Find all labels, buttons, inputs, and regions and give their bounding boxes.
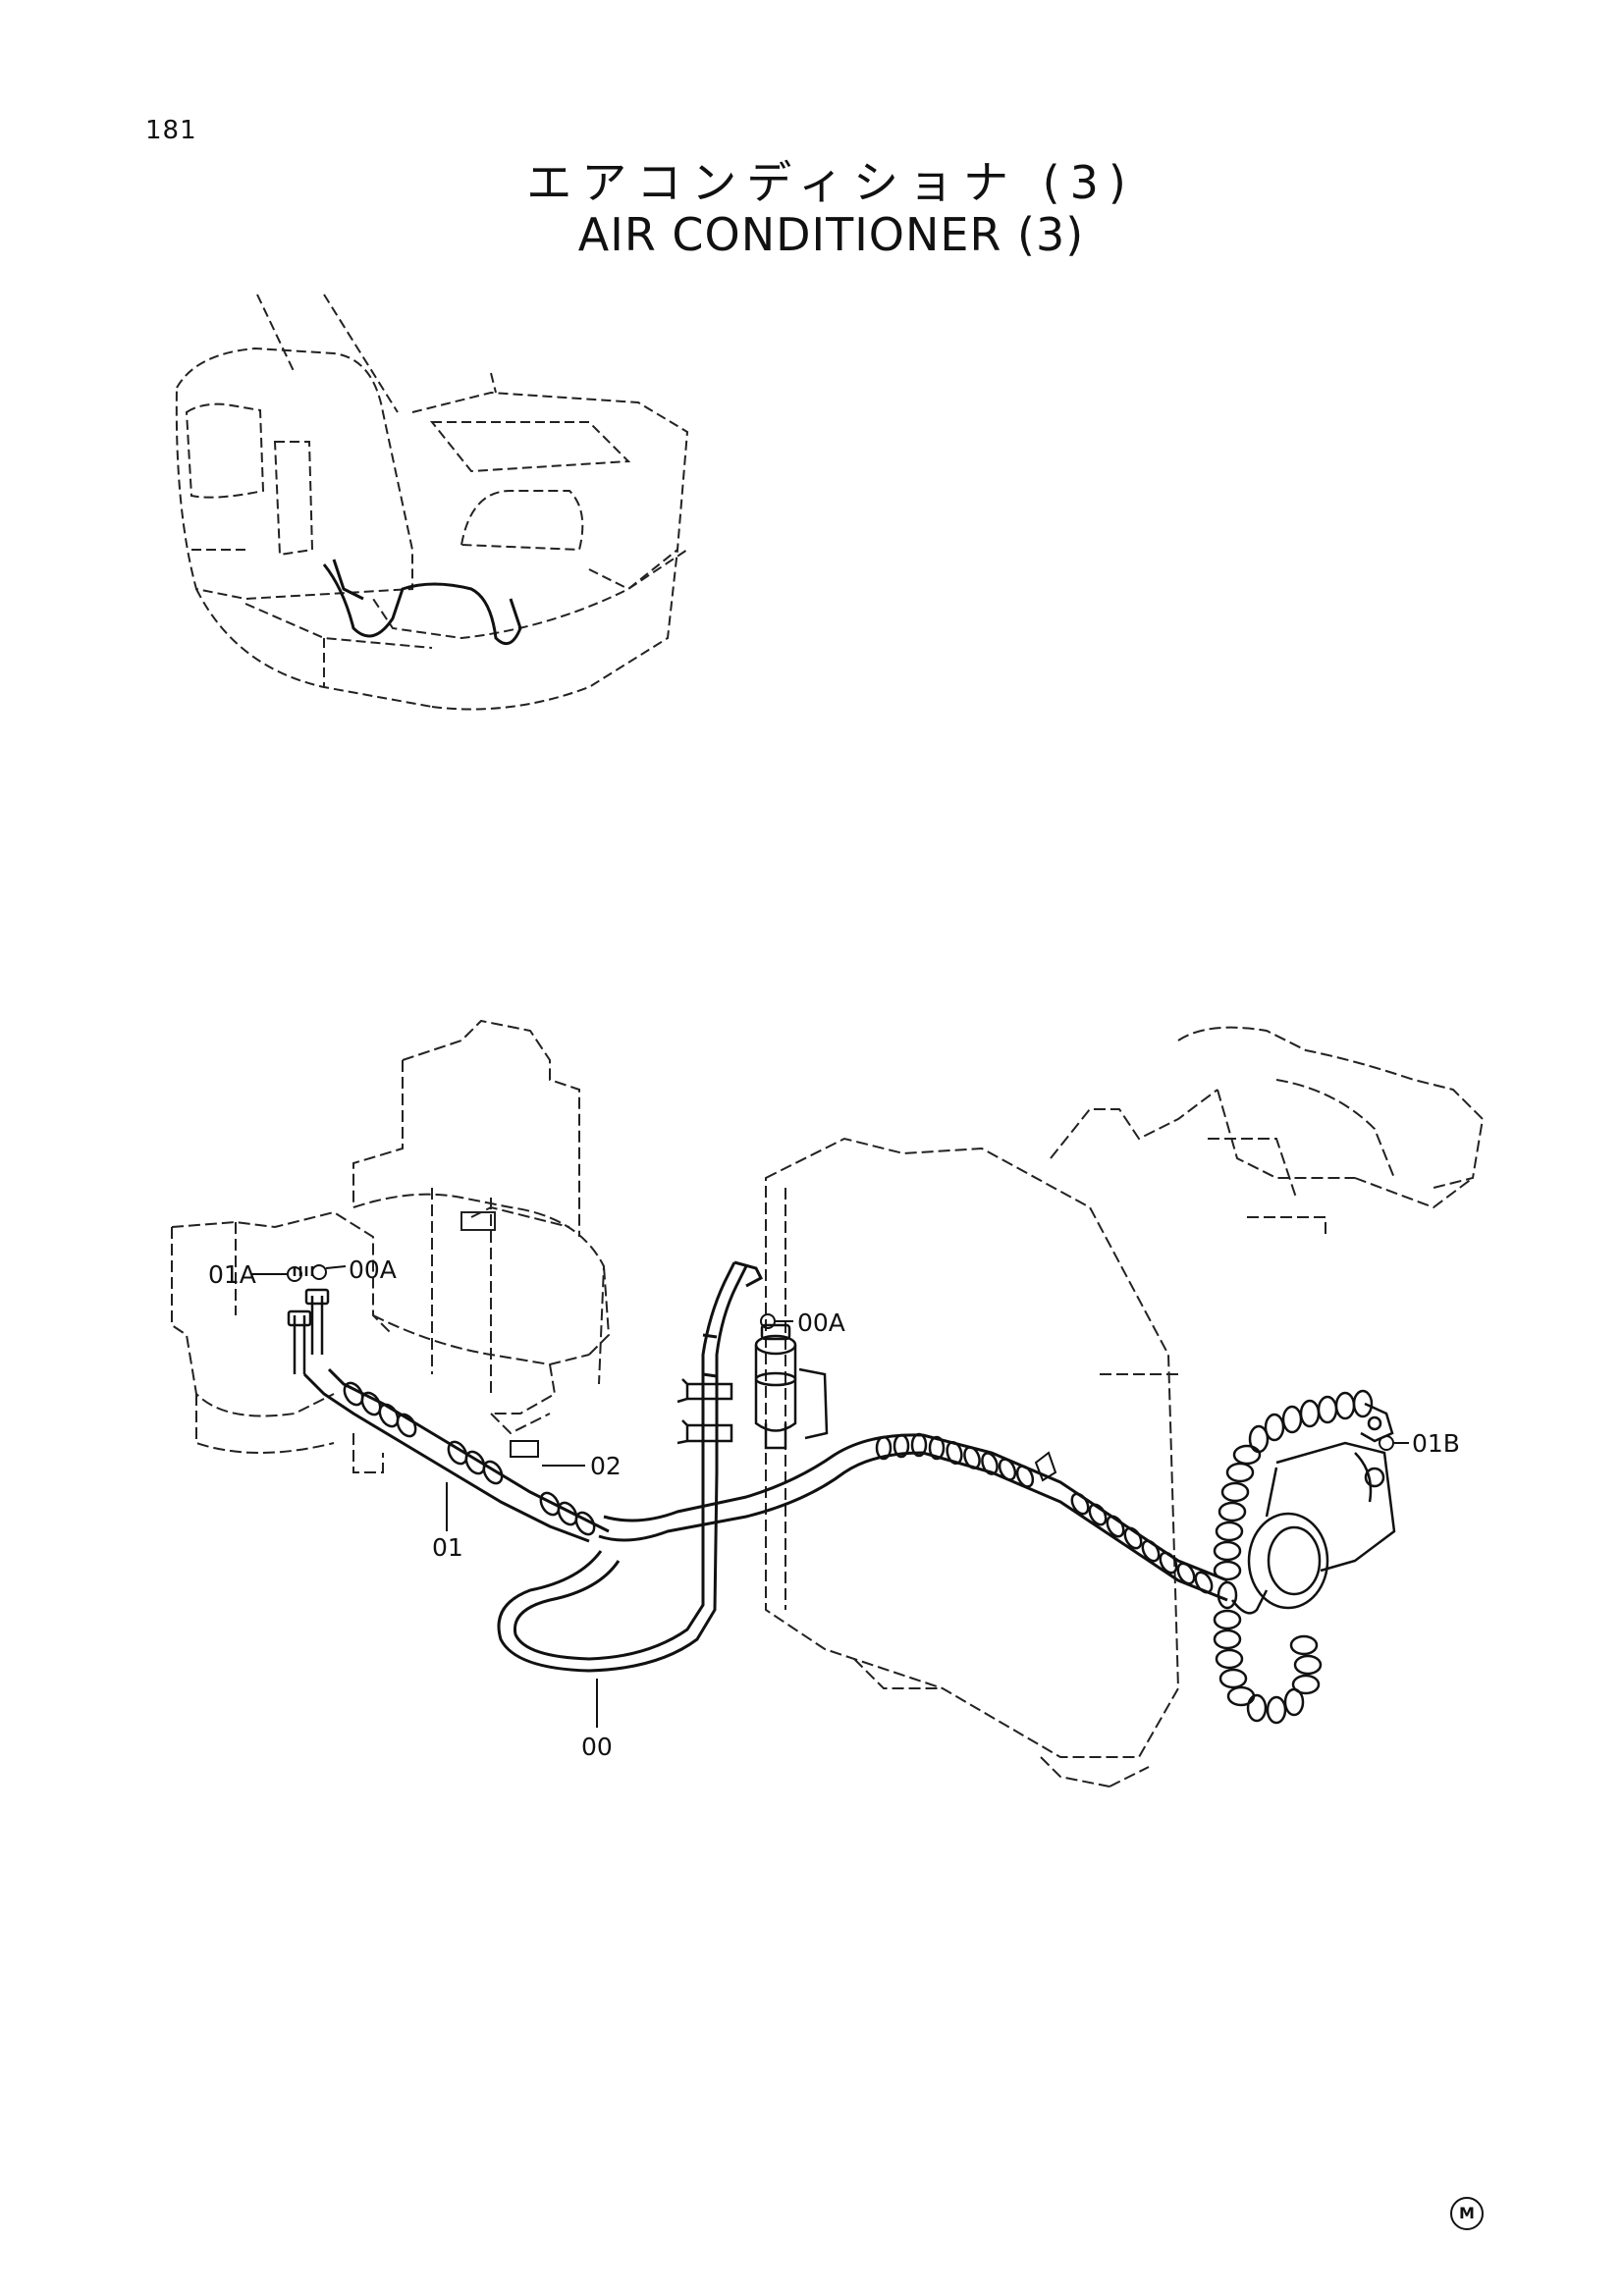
title-japanese: エアコンディショナ (3) bbox=[526, 156, 1136, 209]
callout-02: 02 bbox=[590, 1452, 622, 1480]
hose-00 bbox=[497, 1260, 763, 1673]
hose-00-clamps bbox=[676, 1378, 733, 1445]
callout-00A-right: 00A bbox=[797, 1308, 845, 1337]
title-english: AIR CONDITIONER (3) bbox=[577, 208, 1085, 261]
hose-01 bbox=[302, 1367, 610, 1543]
callout-00: 00 bbox=[581, 1733, 613, 1761]
suction-hose-coil bbox=[1213, 1389, 1374, 1725]
hose-clip bbox=[1034, 1451, 1057, 1482]
callout-01A: 01A bbox=[208, 1260, 256, 1289]
callout-01B: 01B bbox=[1412, 1429, 1460, 1458]
engine-outline bbox=[1050, 1026, 1485, 1237]
discharge-hose-coil bbox=[875, 1432, 1214, 1594]
callout-00A-left: 00A bbox=[349, 1255, 397, 1284]
receiver-drier bbox=[754, 1323, 829, 1450]
unit-tab bbox=[460, 1211, 496, 1231]
leader-lines bbox=[251, 1264, 1409, 1728]
clamp-02 bbox=[510, 1440, 539, 1458]
ac-unit-housing bbox=[171, 1019, 611, 1473]
machine-overview bbox=[175, 294, 689, 711]
callout-01: 01 bbox=[432, 1533, 463, 1562]
evaporator-fittings bbox=[287, 1266, 330, 1374]
compressor bbox=[1247, 1402, 1396, 1610]
overview-hoses bbox=[322, 559, 522, 646]
hose-01-rings bbox=[343, 1381, 596, 1536]
condenser-radiator bbox=[765, 1137, 1180, 1788]
hose-bracket bbox=[1231, 1589, 1269, 1615]
page-number: 181 bbox=[145, 116, 197, 145]
corner-mark: M bbox=[1450, 2197, 1484, 2230]
discharge-hose bbox=[598, 1433, 1228, 1602]
